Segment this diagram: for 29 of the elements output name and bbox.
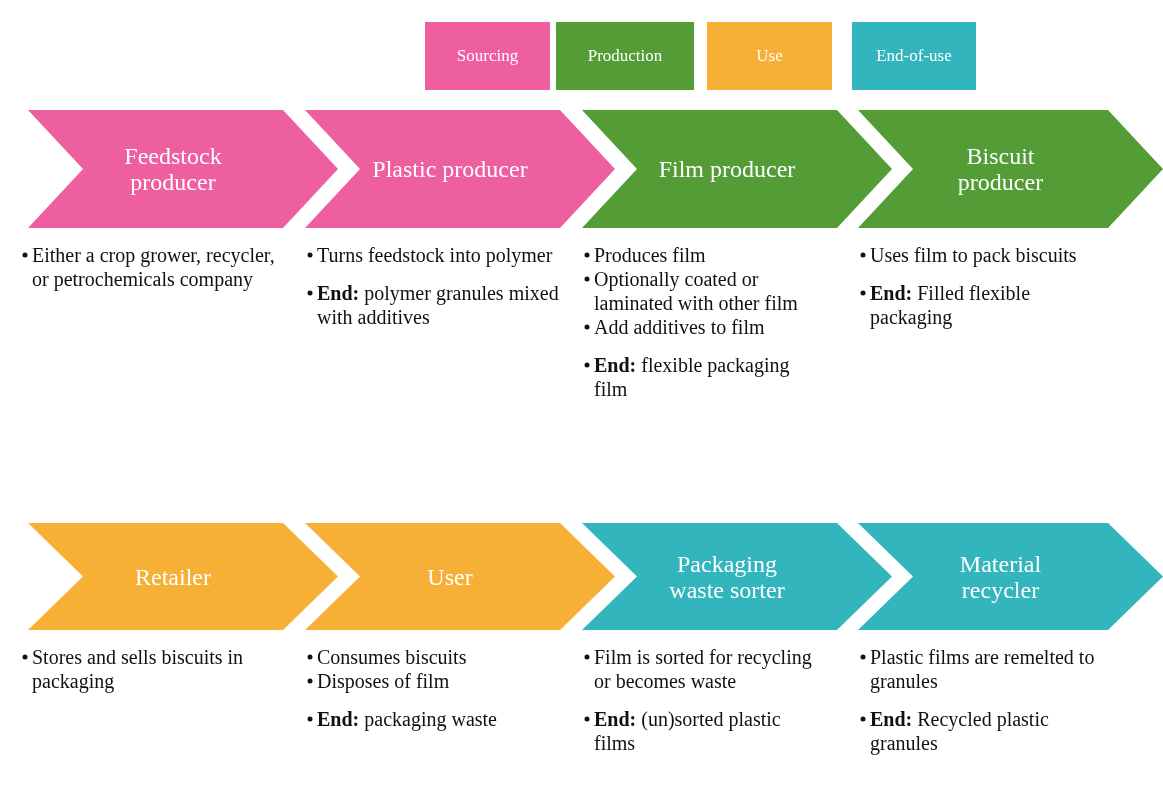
stage-title: Plastic producer	[371, 156, 529, 182]
bullet-text: Add additives to film	[594, 316, 765, 338]
bullet-text: End: (un)sorted plastic films	[594, 708, 781, 754]
bullet-text: Consumes biscuits	[317, 646, 467, 668]
legend-swatch: End-of-use	[852, 22, 976, 90]
bullet-text: Film is sorted for recycling or becomes waste	[594, 646, 812, 692]
bullet-text: Either a crop grower, recycler, or petrochemicals company	[32, 244, 275, 290]
bullet-text: Disposes of film	[317, 670, 450, 692]
legend-swatch: Production	[556, 22, 694, 90]
stage-title: Feedstock producer	[123, 143, 223, 195]
bullet-text: Plastic films are remelted to granules	[870, 646, 1095, 692]
bullet-text: End: flexible packaging film	[594, 354, 790, 400]
bullet-text: End: polymer granules mixed with additives	[317, 282, 559, 328]
stage-title: User	[426, 563, 474, 590]
bullet-text: End: packaging waste	[317, 708, 497, 730]
bullet-text: Optionally coated or laminated with other film	[594, 268, 798, 314]
bullet-text: Uses film to pack biscuits	[870, 244, 1077, 266]
legend-swatch: Sourcing	[425, 22, 550, 90]
bullet-text: Produces film	[594, 244, 706, 266]
stage-title: Retailer	[134, 563, 212, 590]
stage-title: Biscuit producer	[956, 143, 1045, 195]
stage-title: Material recycler	[958, 550, 1043, 603]
bullet-text: Stores and sells biscuits in packaging	[32, 646, 244, 692]
stage-title: Packaging waste sorter	[668, 550, 786, 603]
bullet-text: Turns feedstock into polymer	[317, 244, 553, 266]
legend-swatch: Use	[707, 22, 832, 90]
bullet-text: End: Recycled plastic granules	[870, 708, 1049, 754]
stage-title: Film producer	[657, 156, 797, 182]
bullet-text: End: Filled flexible packaging	[870, 282, 1030, 328]
